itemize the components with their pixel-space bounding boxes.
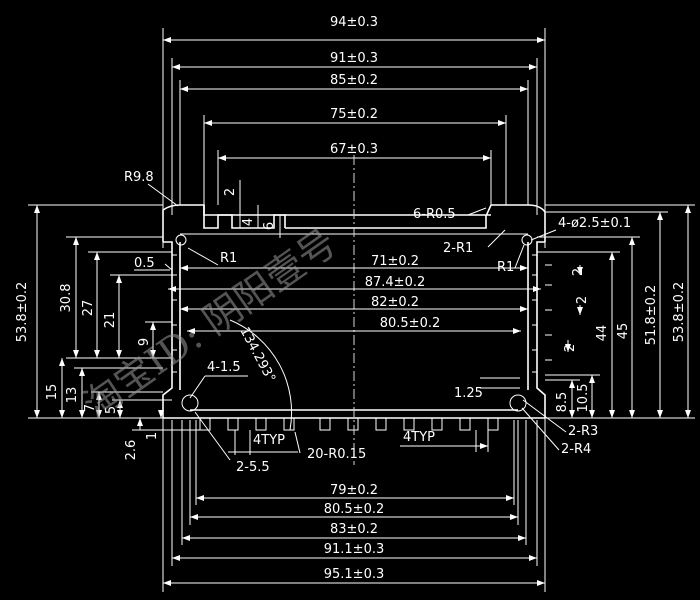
dim-27: 27 bbox=[81, 300, 96, 317]
label-4-1-5: 4-1.5 bbox=[207, 360, 241, 375]
dim-10-5: 10.5 bbox=[576, 384, 591, 413]
dim-91-1: 91.1±0.3 bbox=[324, 542, 385, 557]
label-2-r3: 2-R3 bbox=[568, 424, 598, 439]
dim-8-5: 8.5 bbox=[555, 392, 570, 413]
dim-75: 75±0.2 bbox=[330, 107, 378, 122]
dim-91: 91±0.3 bbox=[330, 51, 378, 66]
dim-53-8-right: 53.8±0.2 bbox=[672, 282, 687, 343]
label-r1-right: R1 bbox=[497, 260, 514, 275]
dim-2-6: 2.6 bbox=[124, 440, 139, 461]
dim-2-right-a: 2 bbox=[575, 296, 590, 304]
dim-5: 5 bbox=[104, 406, 119, 414]
dim-87-4: 87.4±0.2 bbox=[365, 275, 426, 290]
bottom-dimensions bbox=[162, 418, 546, 592]
dim-67: 67±0.3 bbox=[330, 142, 378, 157]
label-4typ-right: 4TYP bbox=[403, 430, 435, 445]
label-2-r1: 2-R1 bbox=[443, 241, 473, 256]
label-2-r4: 2-R4 bbox=[561, 442, 591, 457]
right-dimensions bbox=[480, 204, 695, 419]
dim-13: 13 bbox=[65, 387, 80, 404]
dim-53-8-left: 53.8±0.2 bbox=[15, 282, 30, 343]
dim-2-top: 2 bbox=[223, 188, 238, 196]
dim-80-5-bottom: 80.5±0.2 bbox=[324, 502, 385, 517]
dim-15: 15 bbox=[45, 384, 60, 401]
dim-1: 1 bbox=[145, 432, 160, 440]
angle-arc bbox=[229, 319, 293, 431]
extrusion-profile bbox=[162, 204, 552, 431]
label-20-r0-15: 20-R0.15 bbox=[307, 447, 366, 462]
label-r1-left: R1 bbox=[220, 251, 237, 266]
mid-dimensions bbox=[168, 265, 541, 334]
dim-44: 44 bbox=[595, 325, 610, 342]
dim-2-right-b: 2 bbox=[563, 344, 578, 352]
dim-7: 7 bbox=[83, 404, 98, 412]
dim-95-1: 95.1±0.3 bbox=[324, 567, 385, 582]
label-0-5: 0.5 bbox=[134, 256, 155, 271]
label-1-25: 1.25 bbox=[454, 386, 483, 401]
dim-21: 21 bbox=[103, 312, 118, 329]
dim-9: 9 bbox=[137, 338, 152, 346]
dim-80-5-mid: 80.5±0.2 bbox=[380, 316, 441, 331]
dim-2-right-c: 2 bbox=[571, 268, 586, 276]
dim-45: 45 bbox=[616, 323, 631, 340]
dim-79: 79±0.2 bbox=[330, 483, 378, 498]
dim-82: 82±0.2 bbox=[371, 295, 419, 310]
left-dimensions bbox=[28, 204, 200, 431]
label-4-holes: 4-ø2.5±0.1 bbox=[558, 216, 631, 231]
dim-51-8: 51.8±0.2 bbox=[644, 285, 659, 346]
label-4typ-left: 4TYP bbox=[253, 433, 285, 448]
dim-83: 83±0.2 bbox=[330, 522, 378, 537]
label-6-r0-5: 6-R0.5 bbox=[413, 207, 456, 222]
label-2-5-5: 2-5.5 bbox=[236, 460, 270, 475]
dim-85: 85±0.2 bbox=[330, 73, 378, 88]
dim-4-top: 4 bbox=[241, 218, 256, 226]
dim-71: 71±0.2 bbox=[371, 254, 419, 269]
dim-94: 94±0.3 bbox=[330, 15, 378, 30]
dim-6-top: 6 bbox=[262, 222, 277, 230]
dim-30-8: 30.8 bbox=[59, 284, 74, 313]
label-r9-8: R9.8 bbox=[124, 170, 154, 185]
